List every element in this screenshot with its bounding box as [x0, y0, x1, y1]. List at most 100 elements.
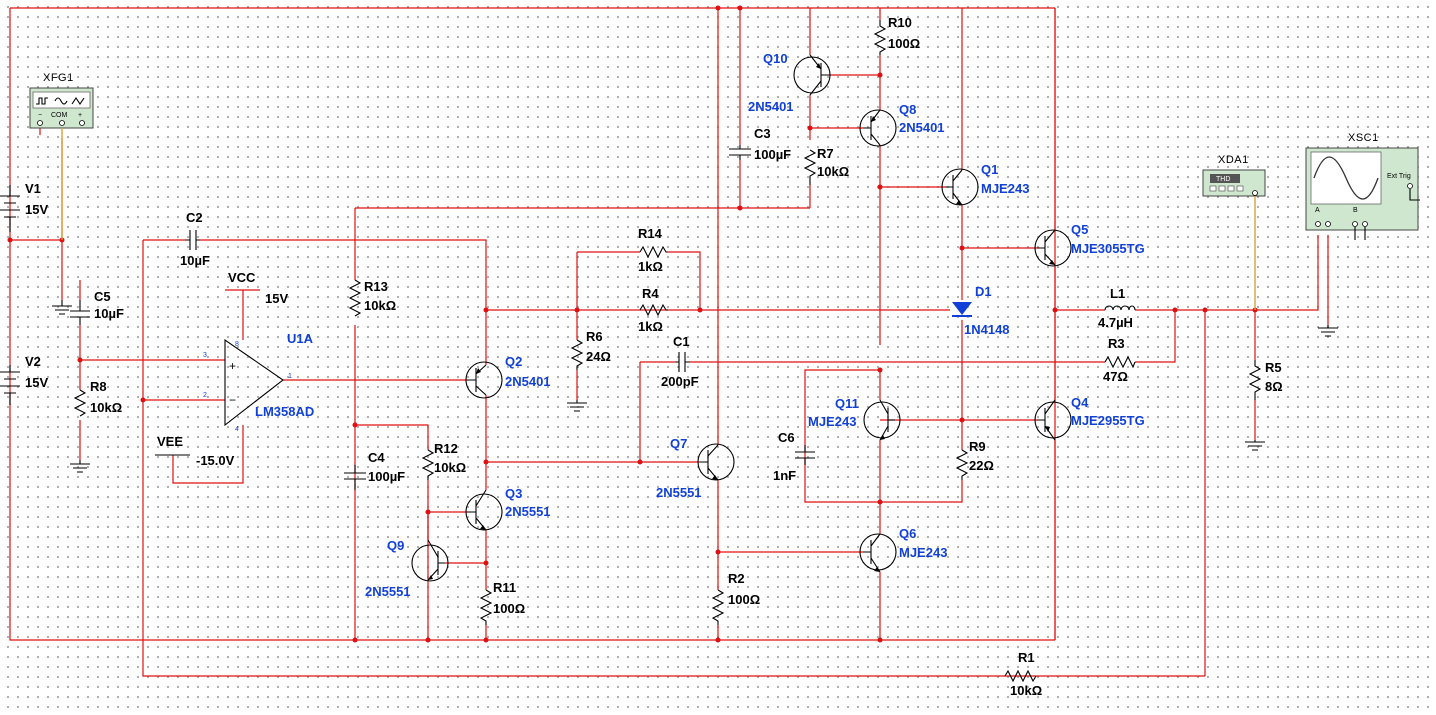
xsc1-channel-a: A: [1315, 207, 1320, 214]
c3-ref: C3: [754, 126, 771, 141]
transistor-q11[interactable]: Q11 MJE243: [808, 396, 901, 441]
resistor-r7[interactable]: R7 10kΩ: [803, 146, 849, 185]
r6-value: 24Ω: [586, 349, 611, 364]
xsc1-channel-b: B: [1353, 207, 1358, 214]
resistor-r1[interactable]: R1 10kΩ: [1004, 650, 1042, 698]
transistor-q5[interactable]: Q5 MJE3055TG: [1034, 222, 1145, 267]
xsc1-label: XSC1: [1348, 132, 1379, 144]
xsc1-ext-trig: Ext Trig: [1387, 173, 1411, 180]
capacitor-c2[interactable]: C2 10µF: [180, 210, 210, 268]
q11-model: MJE243: [808, 414, 856, 429]
transistor-q2[interactable]: Q2 2N5401: [465, 354, 551, 399]
resistor-r4[interactable]: R4 1kΩ: [638, 286, 668, 334]
q1-ref: Q1: [981, 162, 998, 177]
c1-ref: C1: [673, 334, 690, 349]
transistor-q1[interactable]: Q1 MJE243: [941, 162, 1029, 206]
xfg1-com-label: COM: [51, 112, 68, 119]
opamp-pin1: 1: [288, 373, 292, 380]
opamp-pin2: 2: [203, 392, 207, 399]
opamp-model: LM358AD: [255, 404, 314, 419]
resistor-r5[interactable]: R5 8Ω: [1248, 360, 1283, 400]
q1-model: MJE243: [981, 181, 1029, 196]
r14-ref: R14: [638, 226, 663, 241]
r10-ref: R10: [888, 15, 912, 30]
transistor-q7[interactable]: Q7 2N5551: [656, 436, 735, 500]
resistor-r6[interactable]: R6 24Ω: [570, 329, 611, 370]
xfg1-plus-label: +: [78, 112, 82, 119]
r6-ref: R6: [586, 329, 603, 344]
r2-value: 100Ω: [728, 592, 760, 607]
inductor-l1[interactable]: L1 4.7µH: [1098, 286, 1136, 330]
r12-ref: R12: [434, 441, 458, 456]
wires: [9, 7, 1329, 677]
transistor-q6[interactable]: Q6 MJE243: [859, 526, 947, 573]
capacitor-c4[interactable]: C4 100µF: [344, 450, 405, 490]
oscilloscope-xsc1[interactable]: XSC1 Ext Trig A B: [1305, 132, 1420, 240]
source-vcc[interactable]: VCC 15V: [228, 270, 288, 306]
c5-value: 10µF: [94, 306, 124, 321]
resistor-r11[interactable]: R11 100Ω: [479, 580, 525, 625]
battery-v2[interactable]: V2 15V: [0, 354, 48, 405]
q4-model: MJE2955TG: [1071, 413, 1145, 428]
q11-ref: Q11: [835, 396, 859, 411]
resistor-r14[interactable]: R14 1kΩ: [638, 226, 668, 274]
opamp-pin3: 3: [203, 352, 207, 359]
q5-ref: Q5: [1071, 222, 1088, 237]
battery-v1[interactable]: V1 15V: [0, 181, 48, 232]
d1-ref: D1: [975, 284, 992, 299]
q3-model: 2N5551: [505, 504, 551, 519]
capacitor-c6[interactable]: C6 1nF: [773, 430, 815, 483]
c4-ref: C4: [368, 450, 385, 465]
q10-model: 2N5401: [748, 99, 794, 114]
xda1-label: XDA1: [1218, 154, 1249, 166]
transistor-q9[interactable]: Q9 2N5551: [365, 538, 449, 599]
r2-ref: R2: [728, 571, 745, 586]
vee-value: -15.0V: [196, 453, 235, 468]
q10-ref: Q10: [763, 51, 788, 66]
opamp-u1a[interactable]: + − 3 2 1 8 4 U1A LM358AD: [203, 331, 314, 433]
q8-ref: Q8: [899, 102, 916, 117]
capacitor-c5[interactable]: C5 10µF: [70, 289, 124, 325]
function-generator-xfg1[interactable]: XFG1 COM − +: [29, 72, 94, 240]
c3-value: 100µF: [754, 147, 791, 162]
resistor-r10[interactable]: R10 100Ω: [873, 15, 920, 55]
q8-model: 2N5401: [899, 120, 945, 135]
r4-ref: R4: [642, 286, 659, 301]
r3-value: 47Ω: [1103, 369, 1128, 384]
capacitor-c1[interactable]: C1 200pF: [661, 334, 699, 389]
capacitor-c3[interactable]: C3 100µF: [729, 126, 791, 162]
r13-value: 10kΩ: [364, 298, 396, 313]
opamp-ref: U1A: [287, 331, 314, 346]
r4-value: 1kΩ: [638, 319, 663, 334]
distortion-analyzer-xda1[interactable]: THD XDA1: [1202, 154, 1266, 310]
q9-ref: Q9: [387, 538, 404, 553]
resistor-r13[interactable]: R13 10kΩ: [348, 279, 396, 317]
r9-value: 22Ω: [969, 458, 994, 473]
q3-ref: Q3: [505, 486, 522, 501]
svg-text:−: −: [229, 393, 236, 407]
source-vee[interactable]: VEE -15.0V: [155, 434, 235, 468]
r10-value: 100Ω: [888, 36, 920, 51]
resistor-r8[interactable]: R8 10kΩ: [73, 379, 122, 417]
r12-value: 10kΩ: [434, 460, 466, 475]
transistor-q3[interactable]: Q3 2N5551: [465, 486, 551, 531]
v1-value: 15V: [25, 202, 48, 217]
transistor-q8[interactable]: Q8 2N5401: [859, 102, 945, 147]
l1-ref: L1: [1110, 286, 1125, 301]
v1-ref: V1: [25, 181, 41, 196]
q5-model: MJE3055TG: [1071, 241, 1145, 256]
transistor-q10[interactable]: Q10 2N5401: [748, 51, 831, 114]
xfg1-minus-label: −: [38, 112, 42, 119]
diode-d1[interactable]: D1 1N4148: [952, 284, 1010, 337]
resistor-r9[interactable]: R9 22Ω: [955, 439, 994, 480]
resistor-r12[interactable]: R12 10kΩ: [421, 441, 466, 480]
resistor-r3[interactable]: R3 47Ω: [1103, 336, 1136, 384]
r1-value: 10kΩ: [1010, 683, 1042, 698]
ground-symbols: [52, 300, 1338, 473]
transistor-q4[interactable]: Q4 MJE2955TG: [1034, 395, 1145, 441]
vcc-value: 15V: [265, 291, 288, 306]
opamp-pin8: 8: [235, 341, 239, 348]
q6-ref: Q6: [899, 526, 916, 541]
resistor-r2[interactable]: R2 100Ω: [711, 571, 760, 625]
